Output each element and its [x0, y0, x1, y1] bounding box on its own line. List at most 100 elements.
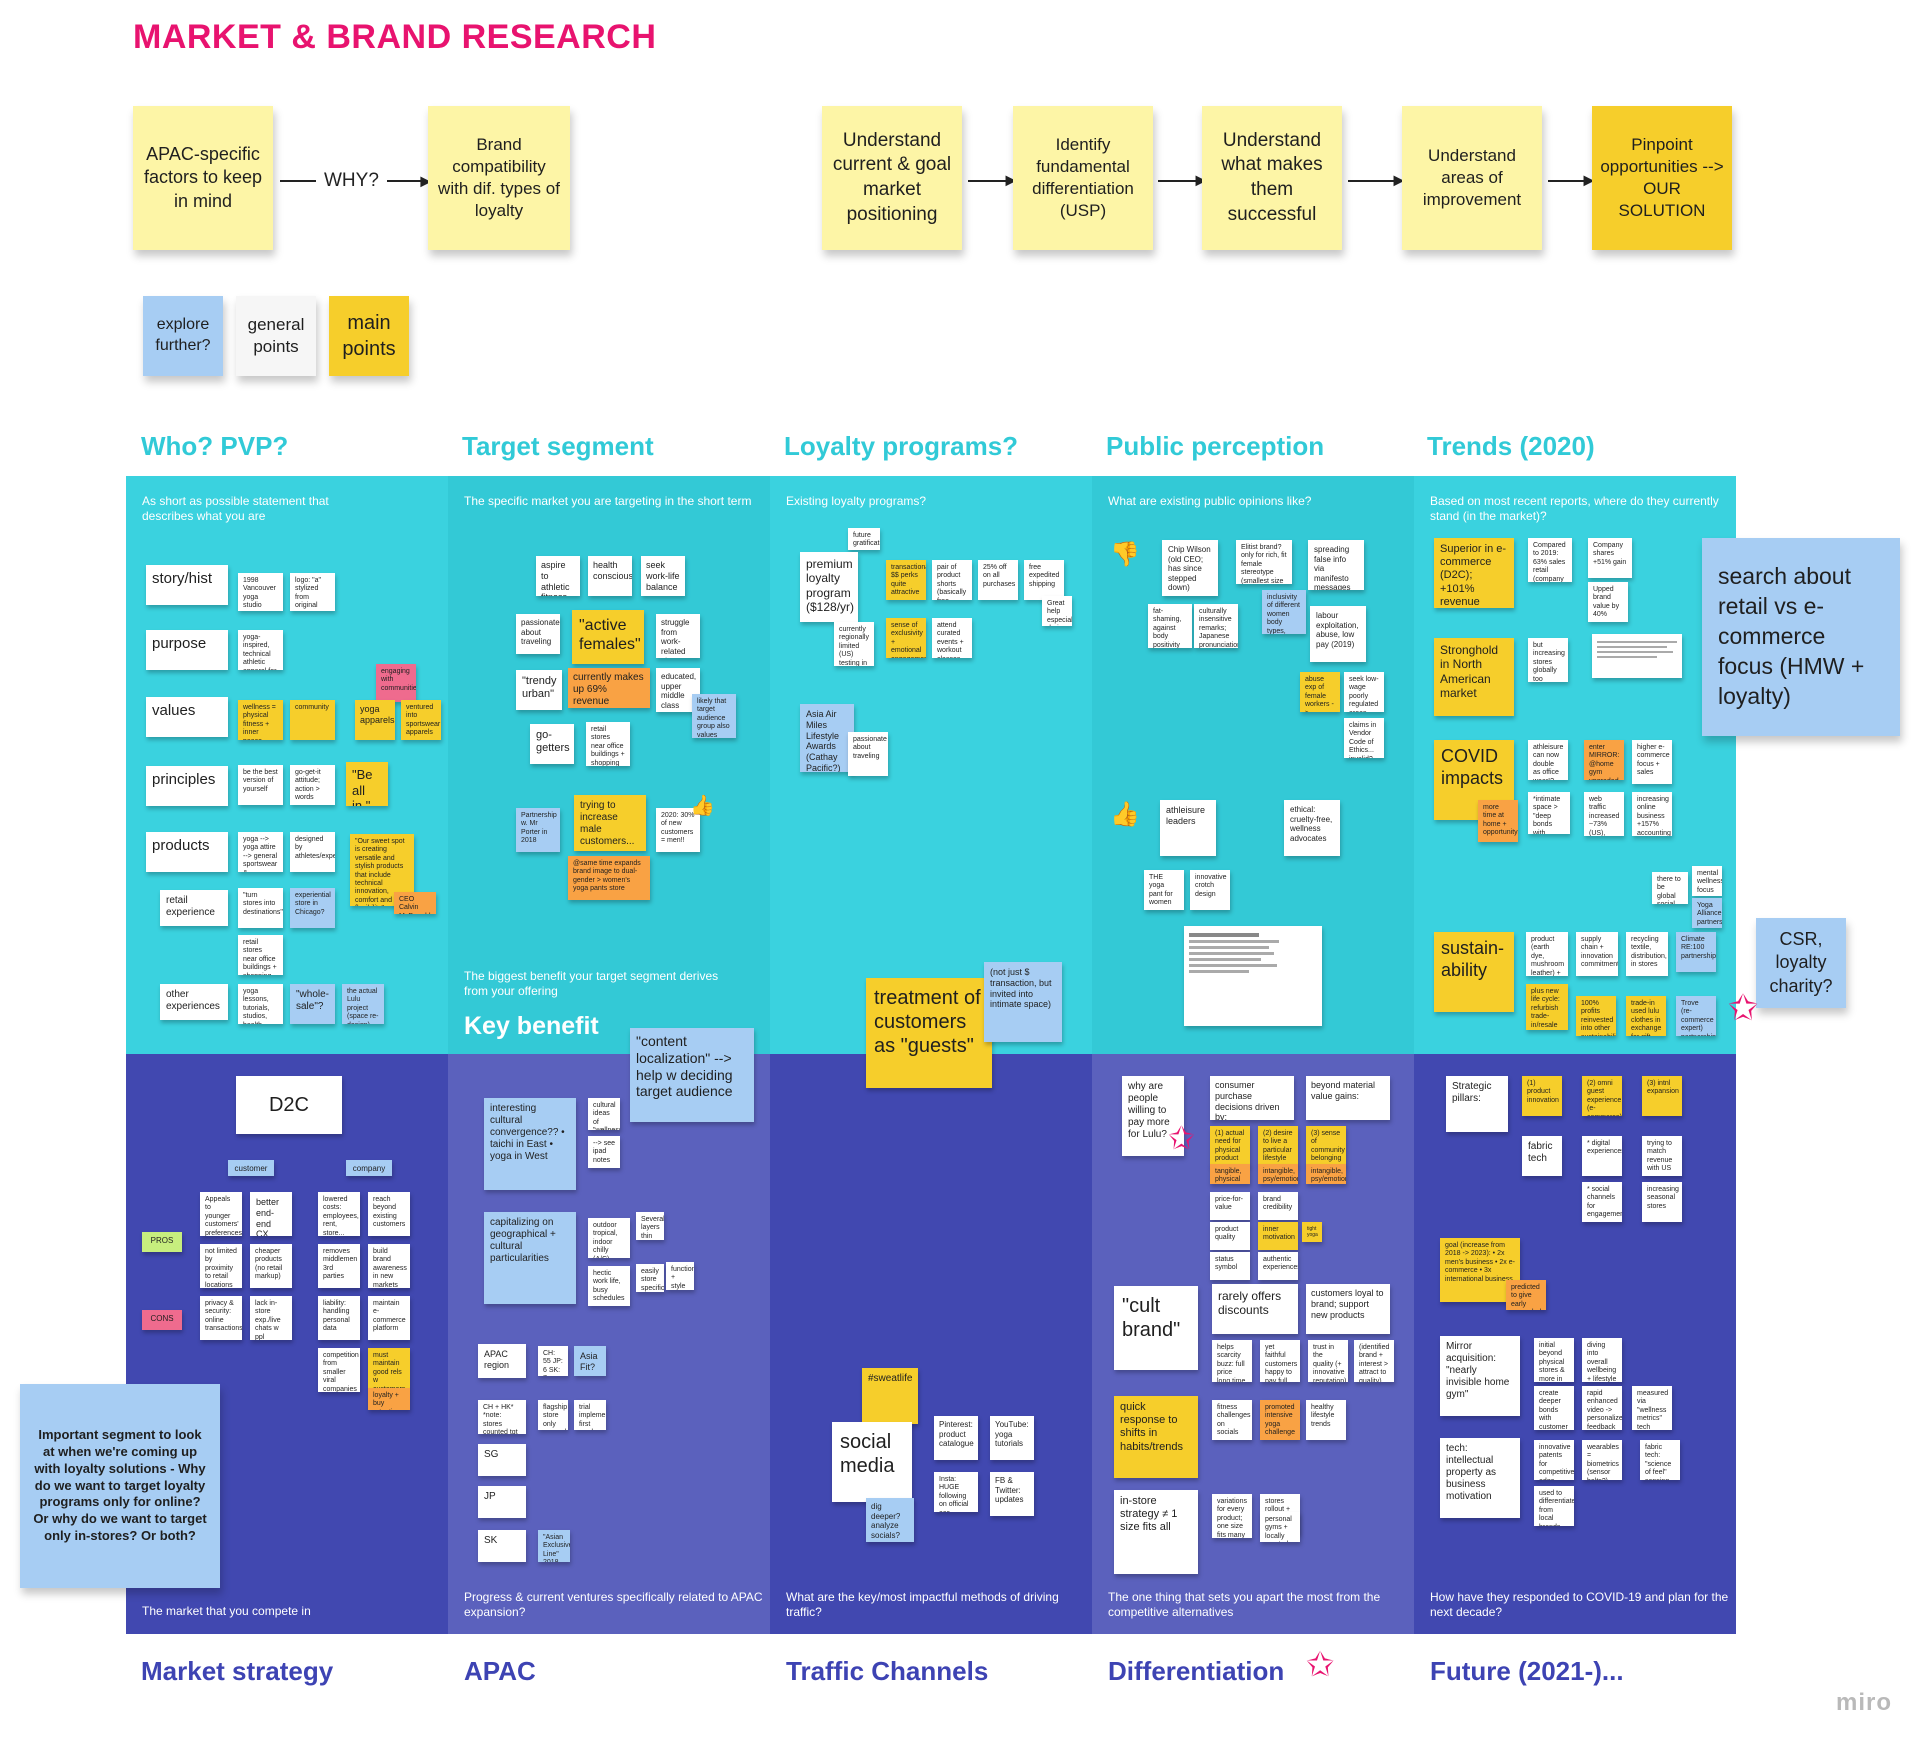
target-1[interactable]: aspire to athletic fitness	[536, 556, 580, 596]
target-6[interactable]: struggle from work-related stress	[656, 614, 700, 658]
future-21[interactable]: fabric tech: "science of feel" sensing o…	[1640, 1440, 1680, 1480]
apac-13[interactable]: CH + HK* *note: stores counted tgt	[478, 1400, 526, 1434]
market-11[interactable]: liability: handling personal data	[318, 1296, 360, 1340]
flow-box-apac[interactable]: APAC-specific factors to keep in mind	[133, 106, 273, 250]
apac-11[interactable]: CH: 55 JP: 6 SK: 7	[538, 1346, 568, 1376]
apac-8[interactable]: easily store specific with use	[636, 1264, 664, 1292]
loyalty-13[interactable]: (not just $ transaction, but invited int…	[984, 962, 1062, 1042]
trends-23[interactable]: Trove (re-commerce expert) partnership?	[1676, 996, 1716, 1036]
trends-20[interactable]: plus new life cycle: refurbish trade-in/…	[1526, 984, 1568, 1030]
traffic-7[interactable]: FB & Twitter: updates	[990, 1472, 1034, 1516]
target-12[interactable]: retail stores near office buildings + sh…	[586, 722, 630, 766]
future-4[interactable]: (3) intnl expansion	[1642, 1076, 1682, 1116]
future-17[interactable]: measured via "wellness metrics" tech	[1632, 1386, 1672, 1430]
perception-7[interactable]: labour exploitation, abuse, low pay (201…	[1310, 606, 1366, 662]
apac-6[interactable]: Several layers thin	[636, 1212, 664, 1240]
trends-3[interactable]: Company shares +51% gain	[1588, 538, 1632, 578]
market-2[interactable]: better end-end CX	[250, 1192, 292, 1236]
diff-5[interactable]: (2) desire to live a particular lifestyl…	[1258, 1126, 1298, 1166]
who-products-1[interactable]: yoga --> yoga attire --> general sportsw…	[238, 832, 283, 872]
loyalty-10[interactable]: Asia Air Miles Lifestyle Awards (Cathay …	[800, 704, 854, 772]
who-retail[interactable]: retail experience	[160, 890, 228, 926]
trends-26[interactable]: Yoga Alliance partnership?	[1692, 898, 1722, 928]
target-15[interactable]: 2020: 30% of new customers = men!!	[656, 808, 700, 852]
apac-4[interactable]: capitalizing on geographical + cultural …	[484, 1212, 576, 1304]
search-retail-ecommerce-note[interactable]: search about retail vs e-commerce focus …	[1702, 538, 1900, 736]
market-10[interactable]: lack in-store exp./live chats w ppl	[250, 1296, 292, 1340]
target-4[interactable]: passionate about traveling	[516, 614, 560, 654]
target-2[interactable]: health conscious	[588, 556, 632, 596]
diff-29[interactable]: variations for every product; one size f…	[1212, 1494, 1252, 1538]
market-3[interactable]: lowered costs: employees, rent, store...	[318, 1192, 360, 1236]
loyalty-1[interactable]: premium loyalty program ($128/yr)	[800, 552, 858, 622]
perception-6[interactable]: inclusivity of different women body type…	[1262, 590, 1306, 634]
future-3[interactable]: (2) omni guest experience (e-commerce)	[1582, 1076, 1622, 1116]
future-11[interactable]: predicted to give early exceeded 2021	[1506, 1280, 1546, 1310]
perception-11[interactable]: athleisure leaders	[1160, 800, 1216, 856]
trends-22[interactable]: trade-in used lulu clothes in exchange f…	[1626, 996, 1666, 1036]
diff-19[interactable]: customers loyal to brand; support new pr…	[1306, 1284, 1390, 1334]
diff-13[interactable]: inner motivation	[1258, 1222, 1298, 1250]
loyalty-6[interactable]: currently regionally limited (US) testin…	[834, 622, 874, 666]
loyalty-4[interactable]: 25% off on all purchases	[978, 560, 1018, 600]
diff-3[interactable]: beyond material value gains:	[1306, 1076, 1390, 1120]
traffic-5[interactable]: dig deeper? analyze socials?	[866, 1498, 914, 1542]
diff-27[interactable]: healthy lifestyle trends	[1306, 1400, 1346, 1440]
future-20[interactable]: wearables = biometrics (sensor belts?)	[1582, 1440, 1622, 1480]
apac-18[interactable]: SK	[478, 1530, 526, 1562]
who-values[interactable]: values	[146, 697, 228, 737]
diff-12[interactable]: product quality	[1210, 1222, 1250, 1250]
target-16[interactable]: @same time expands brand image to dual-g…	[568, 856, 650, 900]
apac-3[interactable]: --> see ipad notes	[588, 1136, 620, 1168]
target-17[interactable]: "content localization" --> help w decidi…	[630, 1028, 754, 1122]
future-16[interactable]: rapid enhanced video -> personalized fee…	[1582, 1386, 1622, 1430]
target-7[interactable]: "trendy urban"	[516, 670, 562, 710]
flow-box-positioning[interactable]: Understand current & goal market positio…	[822, 106, 962, 250]
perception-12[interactable]: ethical: cruelty-free, wellness advocate…	[1284, 800, 1340, 856]
market-12[interactable]: maintain e-commerce platform	[368, 1296, 410, 1340]
legend-explore[interactable]: explore further?	[143, 296, 223, 376]
apac-14[interactable]: flagship store only opened last yr	[538, 1400, 568, 1430]
future-19[interactable]: innovative patents for competitive edge	[1534, 1440, 1574, 1480]
who-values-4[interactable]: ventured into sportswear apparels	[401, 700, 441, 740]
target-10[interactable]: likely that target audience group also v…	[692, 694, 736, 738]
perception-9[interactable]: seek low-wage poorly regulated areas (Ba…	[1344, 672, 1384, 712]
trends-17[interactable]: supply chain + innovation commitments	[1576, 932, 1618, 976]
diff-4[interactable]: (1) actual need for physical product	[1210, 1126, 1250, 1166]
who-purpose-1[interactable]: yoga-inspired, technical athletic appare…	[238, 630, 283, 670]
diff-16[interactable]: tight yoga	[1302, 1222, 1322, 1242]
market-7[interactable]: removes middlemen 3rd parties	[318, 1244, 360, 1288]
loyalty-3[interactable]: pair of product shorts (basically free m…	[932, 560, 972, 600]
future-22[interactable]: used to differentiate from local brands	[1534, 1486, 1574, 1526]
perception-8[interactable]: abuse exp of female workers -> contradic…	[1300, 672, 1340, 712]
diff-9[interactable]: intangible, psy/emotion	[1306, 1164, 1346, 1184]
apac-1[interactable]: interesting cultural convergence?? • tai…	[484, 1098, 576, 1190]
who-principles-1[interactable]: be the best version of yourself	[238, 765, 283, 805]
traffic-6[interactable]: Insta: HUGE following on official acc	[934, 1472, 978, 1512]
diff-2[interactable]: consumer purchase decisions driven by:	[1210, 1076, 1294, 1120]
future-8[interactable]: * social channels for engagement	[1582, 1182, 1622, 1222]
loyalty-8[interactable]: attend curated events + workout classes	[932, 618, 972, 658]
diff-15[interactable]: authentic experiences	[1258, 1252, 1298, 1280]
who-other-1[interactable]: yoga lessons, tutorials, studios, health…	[238, 984, 283, 1024]
market-9[interactable]: privacy & security: online transactions	[200, 1296, 242, 1340]
traffic-1[interactable]: #sweatlife	[862, 1368, 918, 1424]
diff-21[interactable]: yet faithful customers happy to pay full…	[1260, 1340, 1300, 1382]
diff-6[interactable]: (3) sense of community belonging	[1306, 1126, 1346, 1166]
loyalty-2[interactable]: transactional $$ perks quite attractive	[886, 560, 926, 600]
perception-3[interactable]: spreading false info via manifesto messa…	[1308, 540, 1364, 590]
diff-10[interactable]: price-for-value	[1210, 1192, 1250, 1220]
trends-9[interactable]: enter MIRROR: @home gym upgraded	[1584, 740, 1624, 780]
who-retail-2[interactable]: experiential store in Chicago?	[290, 888, 335, 928]
diff-25[interactable]: fitness challenges on socials	[1212, 1400, 1252, 1440]
apac-17[interactable]: JP	[478, 1486, 526, 1518]
who-retail-3[interactable]: retail stores near office buildings + sh…	[238, 935, 283, 975]
flow-box-success[interactable]: Understand what makes them successful	[1202, 106, 1342, 250]
who-other-2[interactable]: "whole-sale"?	[290, 984, 335, 1024]
apac-16[interactable]: SG	[478, 1444, 526, 1476]
market-cons[interactable]: CONS	[142, 1310, 182, 1330]
diff-11[interactable]: brand credibility	[1258, 1192, 1298, 1220]
loyalty-0[interactable]: future gratification	[848, 528, 880, 550]
who-products[interactable]: products	[146, 832, 228, 872]
market-1[interactable]: Appeals to younger customers' preference…	[200, 1192, 242, 1236]
